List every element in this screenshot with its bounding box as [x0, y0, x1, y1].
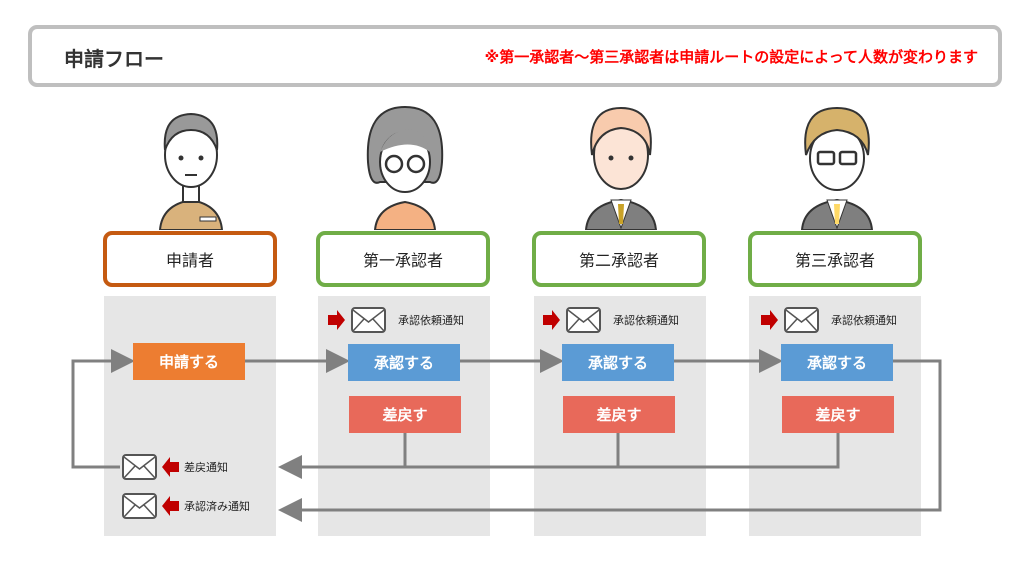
header-box: 申請フロー ※第一承認者～第三承認者は申請ルートの設定によって人数が変わります — [28, 25, 1002, 87]
approve-button-2[interactable]: 承認する — [562, 344, 674, 381]
approver-1-avatar-icon — [366, 105, 444, 230]
role-applicant: 申請者 — [103, 231, 277, 287]
request-notification-3: 承認依頼通知 — [761, 307, 897, 333]
red-arrow-icon — [328, 310, 345, 330]
role-approver-3: 第三承認者 — [748, 231, 922, 287]
remand-button-3[interactable]: 差戻す — [782, 396, 894, 433]
remand-button-1[interactable]: 差戻す — [349, 396, 461, 433]
role-approver-1: 第一承認者 — [316, 231, 490, 287]
approved-notification-label: 承認済み通知 — [184, 500, 250, 513]
applicant-avatar-icon — [158, 112, 224, 230]
page-title: 申請フロー — [64, 47, 164, 71]
red-arrow-icon — [761, 310, 778, 330]
envelope-icon — [351, 307, 386, 333]
approve-button-3[interactable]: 承認する — [781, 344, 893, 381]
envelope-icon — [784, 307, 819, 333]
remand-notification: 差戻通知 — [122, 454, 228, 480]
role-approver-2: 第二承認者 — [532, 231, 706, 287]
approve-button-1[interactable]: 承認する — [348, 344, 460, 381]
remand-button-2[interactable]: 差戻す — [563, 396, 675, 433]
header-note: ※第一承認者～第三承認者は申請ルートの設定によって人数が変わります — [484, 48, 978, 66]
request-notification-2: 承認依頼通知 — [543, 307, 679, 333]
request-notification-label: 承認依頼通知 — [831, 314, 897, 327]
remand-notification-label: 差戻通知 — [184, 461, 228, 474]
request-notification-label: 承認依頼通知 — [613, 314, 679, 327]
apply-button[interactable]: 申請する — [133, 343, 245, 380]
red-arrow-icon — [543, 310, 560, 330]
approver-2-avatar-icon — [584, 106, 658, 230]
envelope-icon — [122, 493, 157, 519]
red-arrow-left-icon — [162, 457, 179, 477]
envelope-icon — [122, 454, 157, 480]
request-notification-1: 承認依頼通知 — [328, 307, 464, 333]
approver-3-avatar-icon — [800, 106, 874, 230]
red-arrow-left-icon — [162, 496, 179, 516]
request-notification-label: 承認依頼通知 — [398, 314, 464, 327]
envelope-icon — [566, 307, 601, 333]
approved-notification: 承認済み通知 — [122, 493, 250, 519]
